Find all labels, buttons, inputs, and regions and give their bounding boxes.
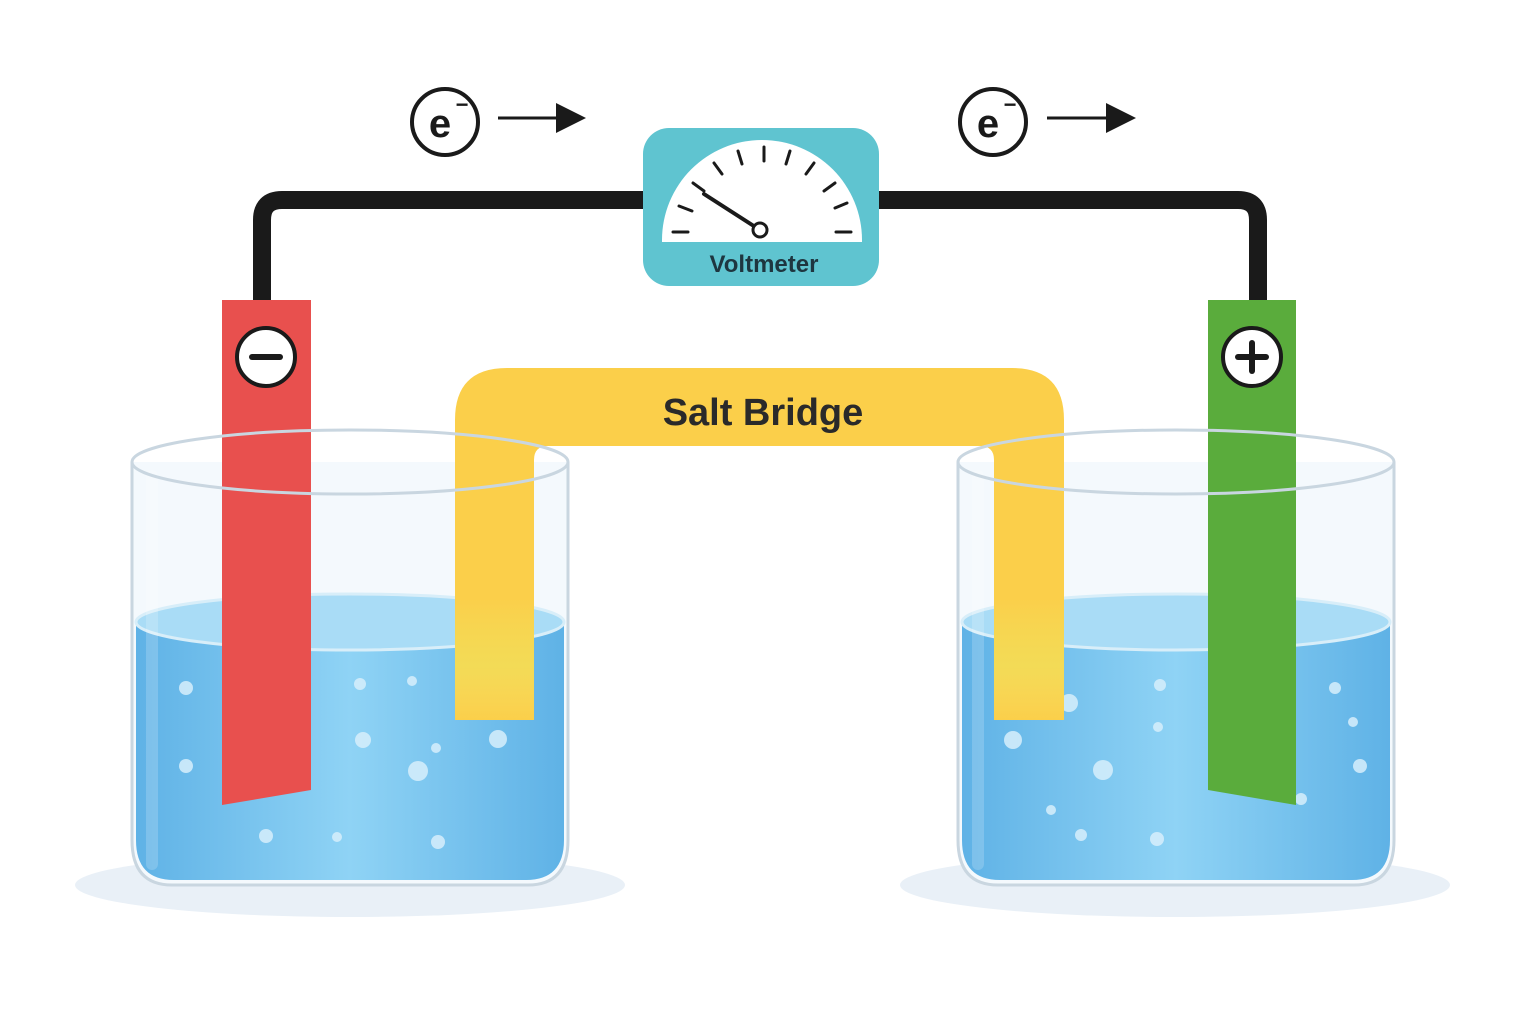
electron-symbol: e: [977, 102, 999, 146]
voltmeter-label: Voltmeter: [710, 251, 819, 278]
electron-charge: −: [1004, 92, 1017, 117]
voltmeter: Voltmeter: [643, 128, 879, 286]
electron-charge: −: [456, 92, 469, 117]
right-beaker-rim: [956, 428, 1396, 496]
electron-flow-left: e −: [410, 87, 586, 157]
voltmeter-needle: [702, 192, 762, 232]
glass-sheen: [146, 470, 984, 870]
electron-flow-right: e −: [958, 87, 1136, 157]
voltmeter-scale: [671, 145, 853, 234]
electron-icon: [410, 87, 480, 157]
external-wire: [253, 191, 1267, 309]
anode-electrode: [222, 300, 311, 805]
left-beaker-rim: [130, 428, 570, 496]
electron-icon: [958, 87, 1028, 157]
cathode-electrode: [1208, 300, 1296, 805]
salt-bridge-label: Salt Bridge: [663, 392, 864, 434]
electron-symbol: e: [429, 102, 451, 146]
salt-bridge: Salt Bridge: [455, 368, 1064, 720]
